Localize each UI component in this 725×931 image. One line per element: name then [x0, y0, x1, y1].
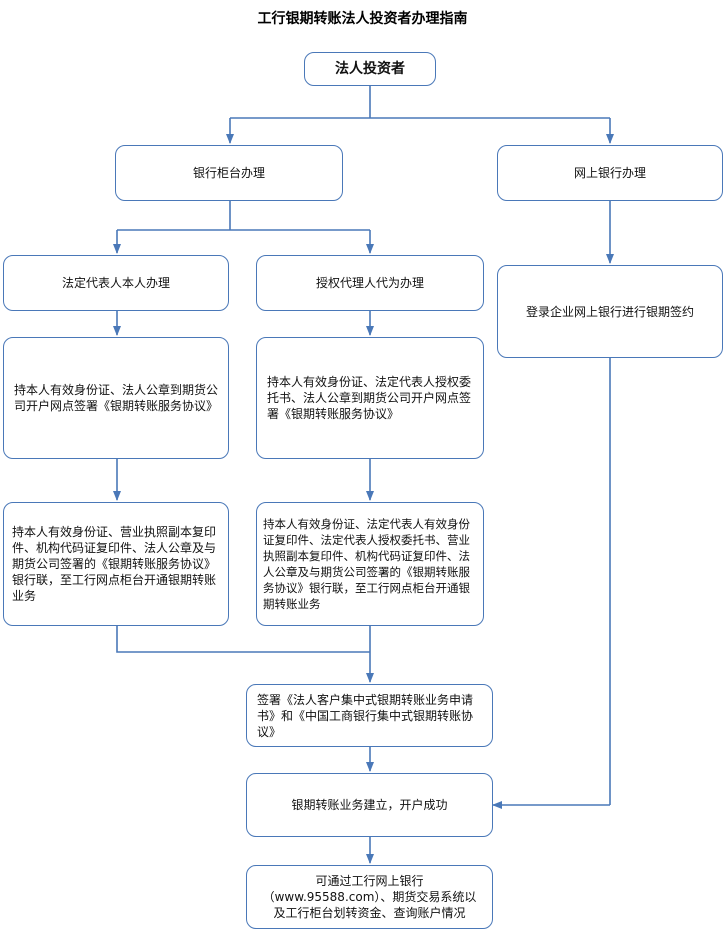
connector-root-split [230, 86, 610, 119]
node-online-step: 登录企业网上银行进行银期签约 [497, 265, 723, 358]
node-result: 可通过工行网上银行（www.95588.com）、期货交易系统以及工行柜台划转资… [246, 865, 493, 929]
node-agent-step1: 持本人有效身份证、法定代表人授权委托书、法人公章到期货公司开户网点签署《银期转账… [256, 337, 484, 459]
node-sign-agreement: 签署《法人客户集中式银期转账业务申请书》和《中国工商银行集中式银期转账协议》 [246, 684, 493, 747]
connector-counter-split [117, 201, 370, 231]
node-legal-rep-step1: 持本人有效身份证、法人公章到期货公司开户网点签署《银期转账服务协议》 [3, 337, 229, 459]
connector-merge [116, 626, 370, 653]
node-established: 银期转账业务建立，开户成功 [246, 773, 493, 837]
node-online: 网上银行办理 [497, 145, 723, 201]
node-legal-rep-step2: 持本人有效身份证、营业执照副本复印件、机构代码证复印件、法人公章及与期货公司签署… [3, 502, 229, 626]
node-agent: 授权代理人代为办理 [256, 255, 484, 311]
node-legal-rep: 法定代表人本人办理 [3, 255, 229, 311]
node-agent-step2: 持本人有效身份证、法定代表人有效身份证复印件、法定代表人授权委托书、营业执照副本… [256, 502, 484, 626]
node-root: 法人投资者 [304, 52, 436, 86]
node-counter: 银行柜台办理 [115, 145, 343, 201]
page-title: 工行银期转账法人投资者办理指南 [257, 11, 468, 27]
